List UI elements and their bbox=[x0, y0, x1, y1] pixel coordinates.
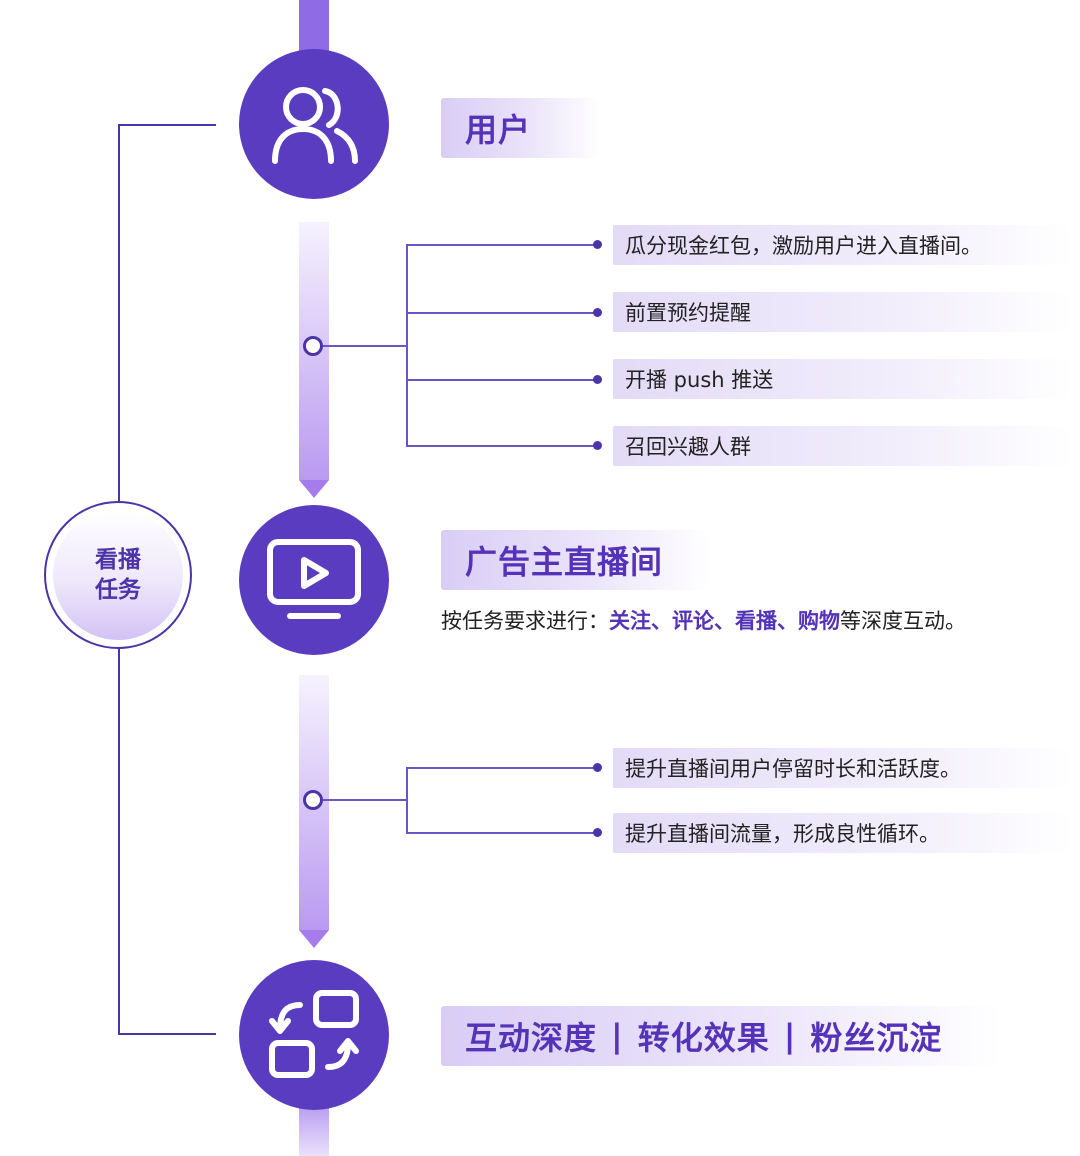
bottom-bar bbox=[299, 1105, 329, 1156]
branch-dot-1d bbox=[593, 441, 602, 450]
monitor-icon-circle bbox=[239, 505, 389, 655]
result-part-2: 转化效果 bbox=[637, 1019, 770, 1057]
result-ribbon: 互动深度 | 转化效果 | 粉丝沉淀 bbox=[441, 1006, 1001, 1066]
result-part-3: 粉丝沉淀 bbox=[810, 1019, 943, 1057]
branch-arm-2b bbox=[406, 832, 598, 834]
cycle-swap-icon bbox=[269, 990, 359, 1078]
branch-stem-1 bbox=[323, 345, 407, 347]
users-icon-circle bbox=[239, 49, 389, 199]
live-room-title: 广告主直播间 bbox=[441, 530, 711, 590]
branch-arm-1c bbox=[406, 379, 598, 381]
branch-arm-1a bbox=[406, 244, 598, 246]
bracket-line-upper bbox=[118, 124, 120, 502]
task-badge-line1: 看播 bbox=[95, 547, 141, 573]
live-room-description: 按任务要求进行：关注、评论、看播、购物等深度互动。 bbox=[441, 605, 966, 635]
branch-arm-2a bbox=[406, 767, 598, 769]
desc-suffix: 等深度互动。 bbox=[840, 609, 966, 633]
user-title: 用户 bbox=[441, 98, 601, 158]
bracket-line-lower bbox=[118, 648, 120, 1035]
top-bar bbox=[299, 0, 329, 55]
live-room-item-2: 提升直播间流量，形成良性循环。 bbox=[613, 813, 1073, 853]
user-item-2: 前置预约提醒 bbox=[613, 292, 1073, 332]
branch-dot-1c bbox=[593, 375, 602, 384]
monitor-play-icon bbox=[267, 539, 361, 619]
task-badge: 看播 任务 bbox=[53, 510, 183, 640]
user-item-3: 开播 push 推送 bbox=[613, 359, 1073, 399]
desc-sep-3: 、 bbox=[777, 609, 798, 633]
branch-node-2 bbox=[303, 790, 323, 810]
branch-dot-2b bbox=[593, 828, 602, 837]
users-icon bbox=[272, 87, 358, 164]
bracket-bottom-arm bbox=[118, 1033, 216, 1035]
desc-comment: 评论 bbox=[672, 609, 714, 633]
live-room-title-text: 广告主直播间 bbox=[465, 543, 664, 581]
branch-stem-2 bbox=[323, 799, 407, 801]
desc-shop: 购物 bbox=[798, 609, 840, 633]
desc-watch: 看播 bbox=[735, 609, 777, 633]
desc-follow: 关注 bbox=[609, 609, 651, 633]
bracket-top-arm bbox=[118, 124, 216, 126]
result-separator-1: | bbox=[611, 1017, 624, 1055]
branch-spine-2 bbox=[406, 767, 408, 833]
branch-dot-1a bbox=[593, 240, 602, 249]
branch-dot-2a bbox=[593, 763, 602, 772]
branch-dot-1b bbox=[593, 308, 602, 317]
desc-sep-1: 、 bbox=[651, 609, 672, 633]
branch-arm-1d bbox=[406, 445, 598, 447]
desc-prefix: 按任务要求进行： bbox=[441, 609, 609, 633]
branch-node-1 bbox=[303, 336, 323, 356]
branch-spine-1 bbox=[406, 244, 408, 446]
live-room-item-1: 提升直播间用户停留时长和活跃度。 bbox=[613, 748, 1073, 788]
result-separator-2: | bbox=[783, 1017, 797, 1055]
user-item-1: 瓜分现金红包，激励用户进入直播间。 bbox=[613, 225, 1073, 265]
task-badge-line2: 任务 bbox=[95, 577, 141, 603]
flow-arrow-1 bbox=[299, 480, 329, 498]
user-title-text: 用户 bbox=[465, 111, 532, 149]
flow-arrow-2 bbox=[299, 930, 329, 948]
desc-sep-2: 、 bbox=[714, 609, 735, 633]
result-part-1: 互动深度 bbox=[465, 1019, 598, 1057]
branch-arm-1b bbox=[406, 312, 598, 314]
cycle-icon-circle bbox=[239, 960, 389, 1110]
user-item-4: 召回兴趣人群 bbox=[613, 426, 1073, 466]
